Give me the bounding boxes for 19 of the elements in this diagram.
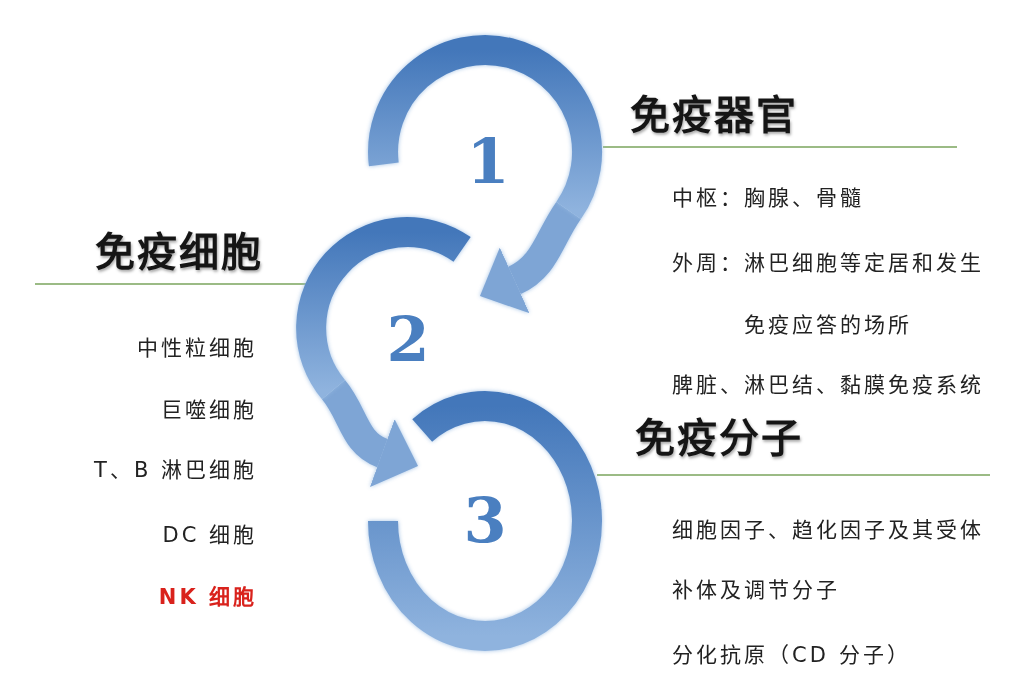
list-item: 中性粒细胞 [137, 335, 257, 362]
list-item: 补体及调节分子 [672, 577, 840, 604]
list-item: T、B 淋巴细胞 [94, 457, 257, 484]
step-number: 3 [463, 490, 507, 552]
ring [366, 389, 604, 653]
list-item: 脾脏、淋巴结、黏膜免疫系统 [672, 372, 984, 399]
list-item: 分化抗原（CD 分子） [672, 642, 911, 669]
heading: 免疫器官 [630, 91, 798, 139]
step-number: 1 [466, 131, 510, 193]
list-item: 中枢：胸腺、骨髓 [672, 185, 864, 212]
list-item: NK 细胞 [158, 584, 257, 611]
list-item: 外周：淋巴细胞等定居和发生免疫应答的场所 [672, 250, 985, 339]
heading: 免疫细胞 [95, 228, 263, 276]
list-item: 巨噬细胞 [161, 397, 257, 424]
heading: 免疫分子 [635, 414, 803, 462]
list-item: DC 细胞 [162, 522, 257, 549]
arrow [480, 202, 582, 313]
step-number: 2 [386, 309, 430, 371]
list-item: 细胞因子、趋化因子及其受体 [672, 517, 984, 544]
